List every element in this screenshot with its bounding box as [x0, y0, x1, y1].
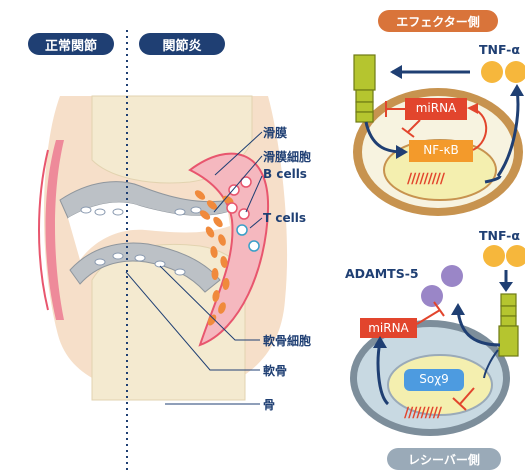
effector-receptor — [354, 55, 375, 122]
label-synovium: 滑膜 — [263, 124, 287, 141]
label-b-cells: B cells — [263, 167, 307, 181]
effector-mirna-label: miRNA — [405, 101, 467, 115]
label-chondrocyte: 軟骨細胞 — [263, 332, 311, 349]
tnf-ligand — [481, 61, 503, 83]
label-t-cells: T cells — [263, 211, 306, 225]
label-cartilage: 軟骨 — [263, 362, 287, 379]
adamts-label: ADAMTS-5 — [345, 266, 419, 281]
receiver-mirna-label: miRNA — [360, 321, 417, 335]
effector-dna: ∕∕∕∕∕∕∕∕∕ — [407, 171, 444, 187]
effector-tnf-label: TNF-α — [479, 42, 520, 57]
receiver-dna: ∕∕∕∕∕∕∕∕∕ — [404, 405, 441, 421]
adamts-ligand — [441, 265, 463, 287]
nfkb-label: NF-κB — [409, 143, 473, 157]
label-synoviocyte: 滑膜細胞 — [263, 148, 311, 165]
sox9-label: Soχ9 — [404, 372, 464, 386]
receiver-tnf-label: TNF-α — [479, 228, 520, 243]
receiver-receptor — [499, 294, 518, 356]
label-bone: 骨 — [263, 396, 275, 413]
